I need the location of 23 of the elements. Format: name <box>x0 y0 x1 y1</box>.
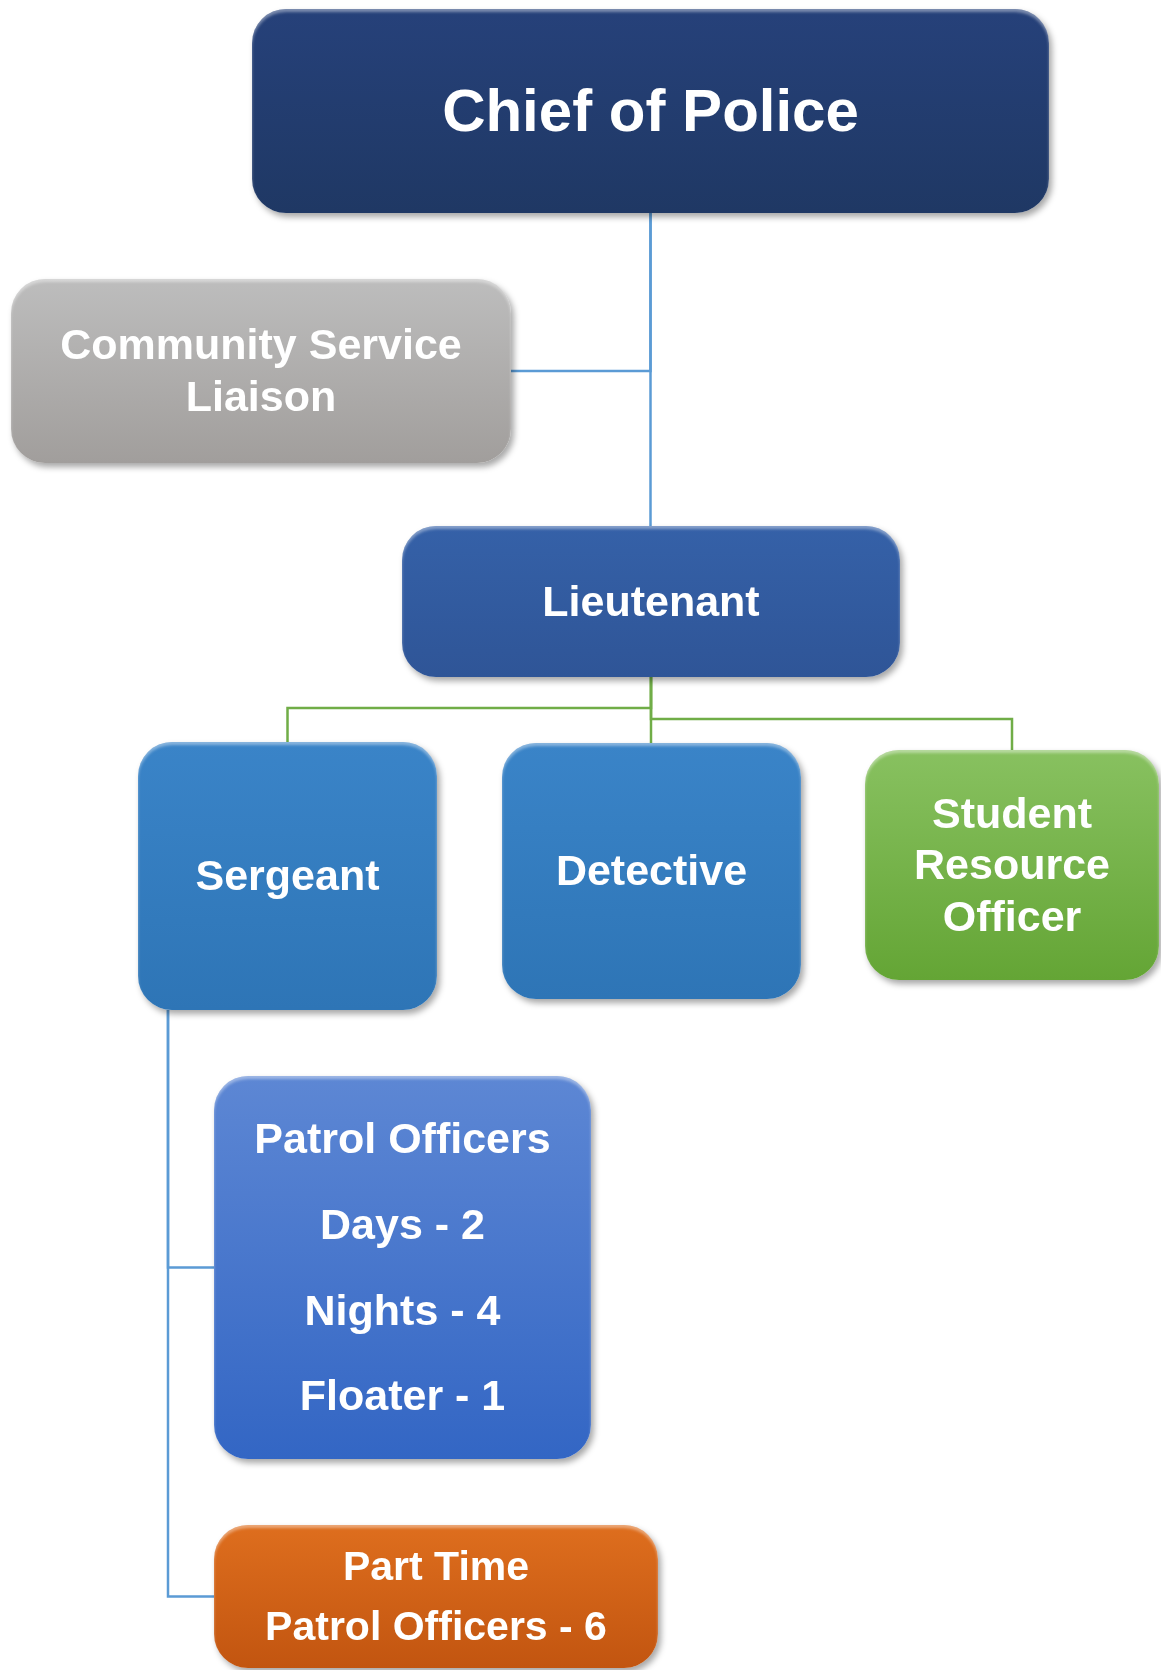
connector-line <box>649 213 652 526</box>
role-box <box>214 1076 591 1459</box>
role-box <box>865 750 1159 980</box>
role-label: Detective <box>555 845 748 897</box>
role-label: Community Service Liaison <box>59 319 463 422</box>
role-label: Patrol Officers <box>254 1113 551 1165</box>
role-label: Nights - 4 <box>304 1284 501 1336</box>
role-box <box>502 743 801 999</box>
role-label: Part Time <box>342 1542 530 1592</box>
role-label: Floater - 1 <box>299 1370 506 1422</box>
role-box <box>402 526 900 677</box>
role-box <box>11 279 511 463</box>
connector-line <box>649 677 1014 750</box>
connector-line <box>166 1010 214 1598</box>
role-label: Chief of Police <box>442 76 859 146</box>
role-label: Patrol Officers - 6 <box>265 1601 607 1651</box>
role-label: Days - 2 <box>320 1198 485 1250</box>
role-box <box>214 1525 658 1668</box>
role-box <box>138 742 437 1010</box>
role-label: Student Resource Officer <box>913 787 1111 942</box>
title-box <box>252 9 1049 213</box>
role-label: Lieutenant <box>542 575 760 627</box>
role-label: Sergeant <box>195 850 380 902</box>
